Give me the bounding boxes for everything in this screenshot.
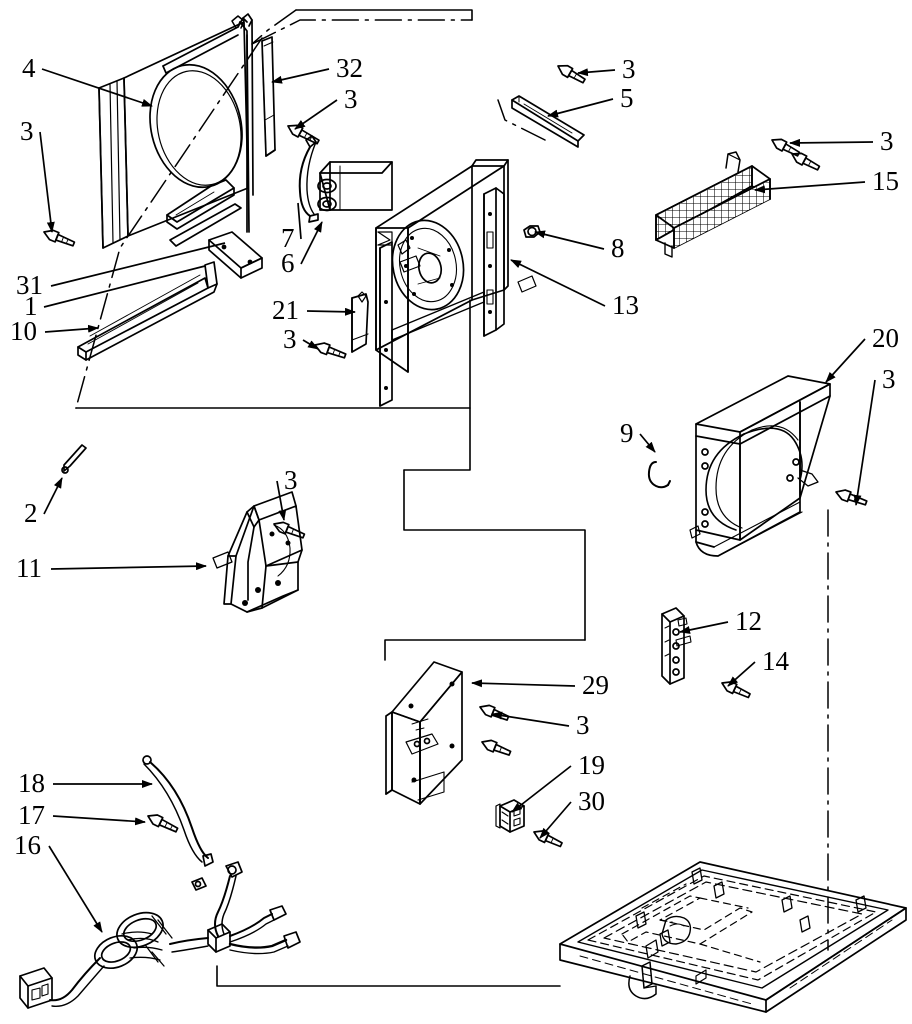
leader-line-1 — [43, 265, 206, 308]
leader-line-8 — [534, 230, 605, 250]
callout-label-4: 4 — [22, 53, 36, 83]
part-9-clip — [647, 461, 671, 489]
part-16-wiring-harness — [19, 861, 301, 1009]
part-15-condenser-grille — [655, 151, 771, 258]
callout-label-19: 19 — [578, 750, 605, 780]
callout-label-9: 9 — [620, 418, 634, 448]
leader-line-29 — [471, 679, 576, 688]
leader-line-16 — [48, 845, 103, 933]
callout-label-3: 3 — [880, 126, 894, 156]
callout-label-10: 10 — [10, 316, 37, 346]
leader-line-3 — [853, 379, 876, 506]
leader-line-2 — [43, 477, 63, 515]
callout-label-15: 15 — [872, 166, 899, 196]
leader-line-4 — [41, 68, 153, 107]
part-19-switch — [495, 799, 525, 833]
callout-label-20: 20 — [872, 323, 899, 353]
callout-label-13: 13 — [612, 290, 639, 320]
leader-line-3 — [789, 138, 874, 147]
callout-label-2: 2 — [24, 498, 38, 528]
callout-label-3: 3 — [284, 465, 298, 495]
callout-label-3: 3 — [576, 710, 590, 740]
leader-line-21 — [306, 307, 356, 316]
leader-line-3 — [577, 68, 616, 77]
leader-line-32 — [271, 68, 330, 84]
part-7-capacitor-clamp — [298, 135, 319, 223]
leader-line-3 — [491, 711, 570, 727]
callout-leader-lines — [39, 68, 876, 933]
leader-line-17 — [52, 815, 146, 826]
callout-label-3: 3 — [622, 54, 636, 84]
part-2-pin-rod — [61, 444, 87, 474]
part-12-terminal-block — [661, 607, 692, 685]
leader-line-6 — [300, 221, 323, 265]
callout-label-12: 12 — [735, 606, 762, 636]
callout-label-8: 8 — [611, 233, 625, 263]
assembly-centerlines — [75, 9, 829, 951]
leader-line-14 — [727, 661, 756, 687]
callout-label-16: 16 — [14, 830, 41, 860]
part-29-control-panel-bracket — [385, 661, 463, 805]
leader-line-9 — [639, 433, 656, 453]
callout-label-14: 14 — [762, 646, 789, 676]
base-pan — [559, 861, 907, 1013]
part-18-ground-wire — [142, 755, 214, 867]
part-11-motor-mount-bracket — [212, 491, 303, 613]
part-6-capacitor — [317, 161, 393, 212]
leader-line-13 — [510, 259, 606, 307]
callout-label-7: 7 — [281, 223, 295, 253]
callout-label-3: 3 — [283, 324, 297, 354]
leader-line-15 — [754, 181, 866, 194]
leader-line-7 — [297, 202, 302, 240]
callout-label-11: 11 — [16, 553, 42, 583]
callout-label-3: 3 — [344, 84, 358, 114]
part-32-seal-strip — [261, 36, 276, 157]
leader-line-3 — [294, 99, 338, 130]
callout-label-17: 17 — [18, 800, 45, 830]
part-20-blower-housing — [689, 375, 831, 557]
leader-line-30 — [539, 801, 572, 839]
leader-line-31 — [50, 242, 226, 287]
part-5-support-strap — [511, 95, 585, 148]
callout-label-3: 3 — [882, 364, 896, 394]
leader-line-19 — [511, 765, 572, 813]
callout-label-18: 18 — [18, 768, 45, 798]
leader-line-10 — [44, 324, 99, 333]
callout-label-31: 31 — [16, 270, 43, 300]
leader-line-3 — [302, 339, 319, 350]
leader-line-20 — [825, 338, 866, 383]
callout-label-21: 21 — [272, 295, 299, 325]
callout-label-30: 30 — [578, 786, 605, 816]
callout-label-6: 6 — [281, 248, 295, 278]
center-motor-plate-assembly — [351, 159, 541, 407]
part-4-fan-shroud — [98, 13, 254, 249]
leader-line-11 — [50, 562, 207, 571]
layout-guides — [75, 9, 586, 987]
callout-label-5: 5 — [620, 83, 634, 113]
callout-label-29: 29 — [582, 670, 609, 700]
callout-label-1: 1 — [24, 291, 38, 321]
part-31-brace-plate — [208, 231, 263, 279]
part-1-side-channel — [77, 261, 218, 361]
callout-label-3: 3 — [20, 116, 34, 146]
leader-line-5 — [547, 98, 614, 118]
callout-label-32: 32 — [336, 53, 363, 83]
leader-line-3 — [276, 480, 287, 521]
leader-line-3 — [39, 131, 55, 233]
leader-line-12 — [679, 621, 729, 634]
part-10-lower-rail — [166, 179, 235, 230]
